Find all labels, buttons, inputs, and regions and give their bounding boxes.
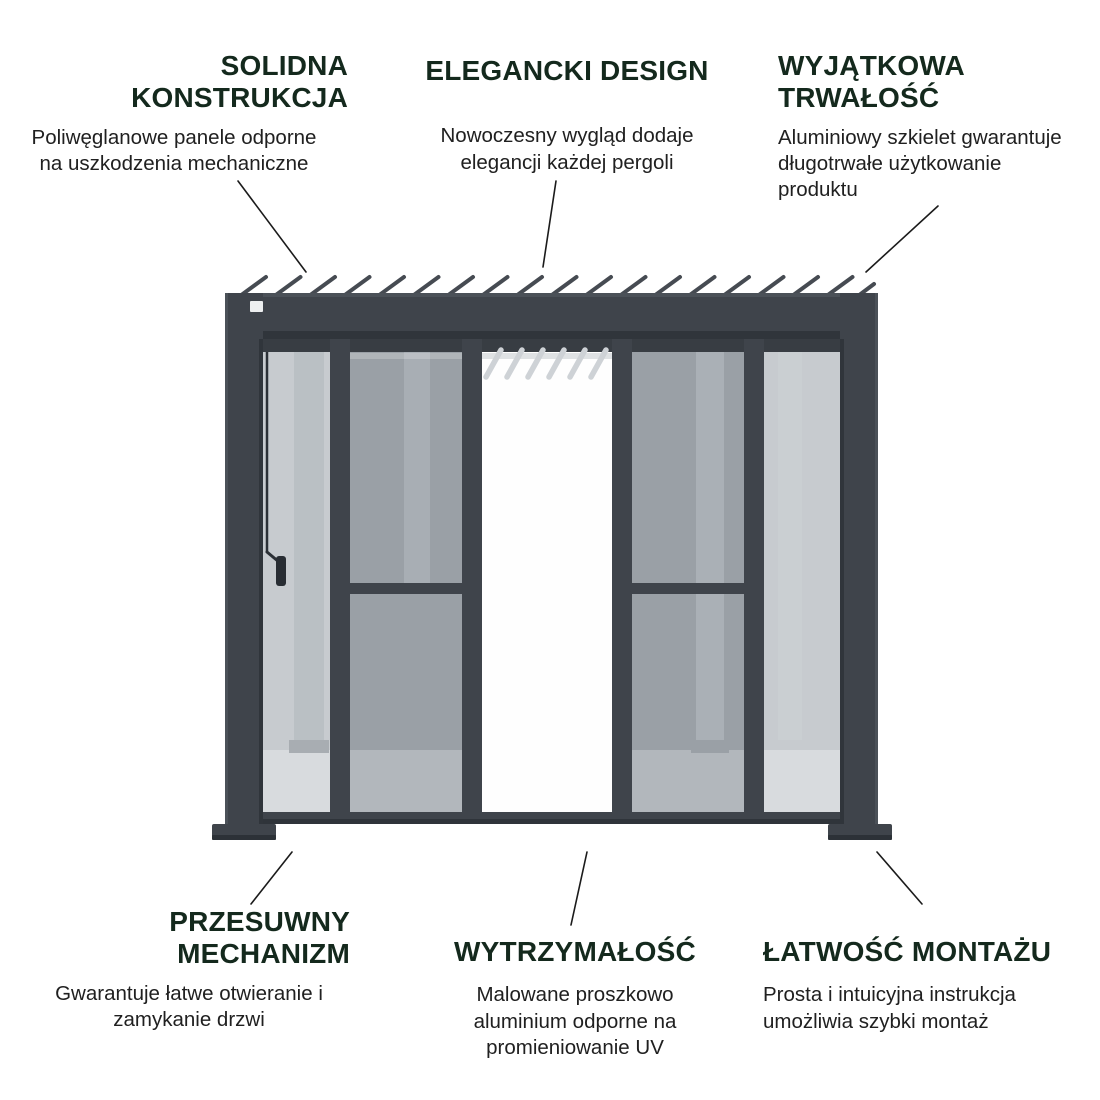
feature-title: ŁATWOŚĆ MONTAŻU — [763, 936, 1052, 967]
feature-description: Gwarantuje łatwe otwieranie i zamykanie … — [55, 981, 323, 1032]
feature-title: SOLIDNA KONSTRUKCJA — [131, 50, 348, 114]
sliding-door-right — [632, 352, 744, 820]
door-stile-1 — [330, 339, 350, 824]
leader-line-solid-construction — [237, 180, 307, 273]
leader-line-elegant-design — [542, 180, 557, 268]
top-beam — [225, 293, 878, 339]
leader-line-sliding-mechanism — [250, 851, 293, 905]
feature-description: Malowane proszkowo aluminium odporne na … — [473, 983, 677, 1059]
roof-support-bar — [482, 353, 612, 359]
pergola — [212, 275, 892, 840]
top-track — [263, 339, 840, 352]
crank-handle — [265, 352, 286, 586]
bottom-track — [263, 812, 840, 824]
leader-lines — [237, 180, 939, 926]
interior-post-right-base — [691, 740, 729, 753]
feature-title: WYJĄTKOWA TRWAŁOŚĆ — [778, 50, 965, 114]
feature-title: WYTRZYMAŁOŚĆ — [454, 936, 696, 967]
leader-line-easy-assembly — [876, 851, 923, 905]
louver-blade-strokes — [238, 275, 876, 298]
feature-easy-assembly: ŁATWOŚĆ MONTAŻU Prosta i intuicyjna inst… — [763, 936, 1100, 1035]
feature-exceptional-durability: WYJĄTKOWA TRWAŁOŚĆ Aluminiowy szkielet g… — [778, 50, 1100, 204]
roof-louver-blades — [238, 275, 876, 298]
sliding-door-left — [350, 352, 462, 820]
brand-sticker — [250, 301, 263, 312]
base-plates — [212, 824, 892, 840]
left-post — [225, 293, 263, 840]
interior-post-right — [696, 352, 724, 740]
glass-reflection-left — [404, 352, 430, 584]
feature-description: Poliwęglanowe panele odporne na uszkodze… — [31, 125, 317, 176]
feature-description: Aluminiowy szkielet gwarantuje długotrwa… — [778, 125, 1062, 202]
leader-line-strength — [570, 851, 588, 926]
glass-reflection-right — [778, 352, 802, 740]
feature-title: PRZESUWNY MECHANIZM — [169, 906, 350, 970]
feature-strength: WYTRZYMAŁOŚĆ Malowane proszkowo aluminiu… — [400, 936, 750, 1061]
feature-sliding-mechanism: PRZESUWNY MECHANIZM Gwarantuje łatwe otw… — [28, 906, 350, 1033]
feature-title: ELEGANCKI DESIGN — [425, 55, 709, 86]
door-mid-rail-left — [350, 583, 462, 594]
door-stile-2 — [462, 339, 482, 824]
feature-description: Prosta i intuicyjna instrukcja umożliwia… — [763, 983, 1016, 1033]
interior-post-left-base — [289, 740, 329, 753]
glass-panel-right-outer — [764, 352, 840, 820]
glass-panel-left-outer — [263, 352, 330, 820]
door-stile-3 — [612, 339, 632, 824]
interior-roof-slats — [483, 347, 609, 380]
interior-post-left — [294, 352, 324, 744]
feature-solid-construction: SOLIDNA KONSTRUKCJA Poliwęglanowe panele… — [0, 50, 348, 177]
feature-elegant-design: ELEGANCKI DESIGN Nowoczesny wygląd dodaj… — [392, 55, 742, 176]
door-mid-rail-right — [632, 583, 744, 594]
leader-line-exceptional-durability — [865, 205, 939, 273]
door-stile-4 — [744, 339, 764, 824]
door-handle — [276, 556, 286, 586]
right-post — [840, 293, 878, 840]
feature-description: Nowoczesny wygląd dodaje elegancji każde… — [440, 124, 694, 174]
